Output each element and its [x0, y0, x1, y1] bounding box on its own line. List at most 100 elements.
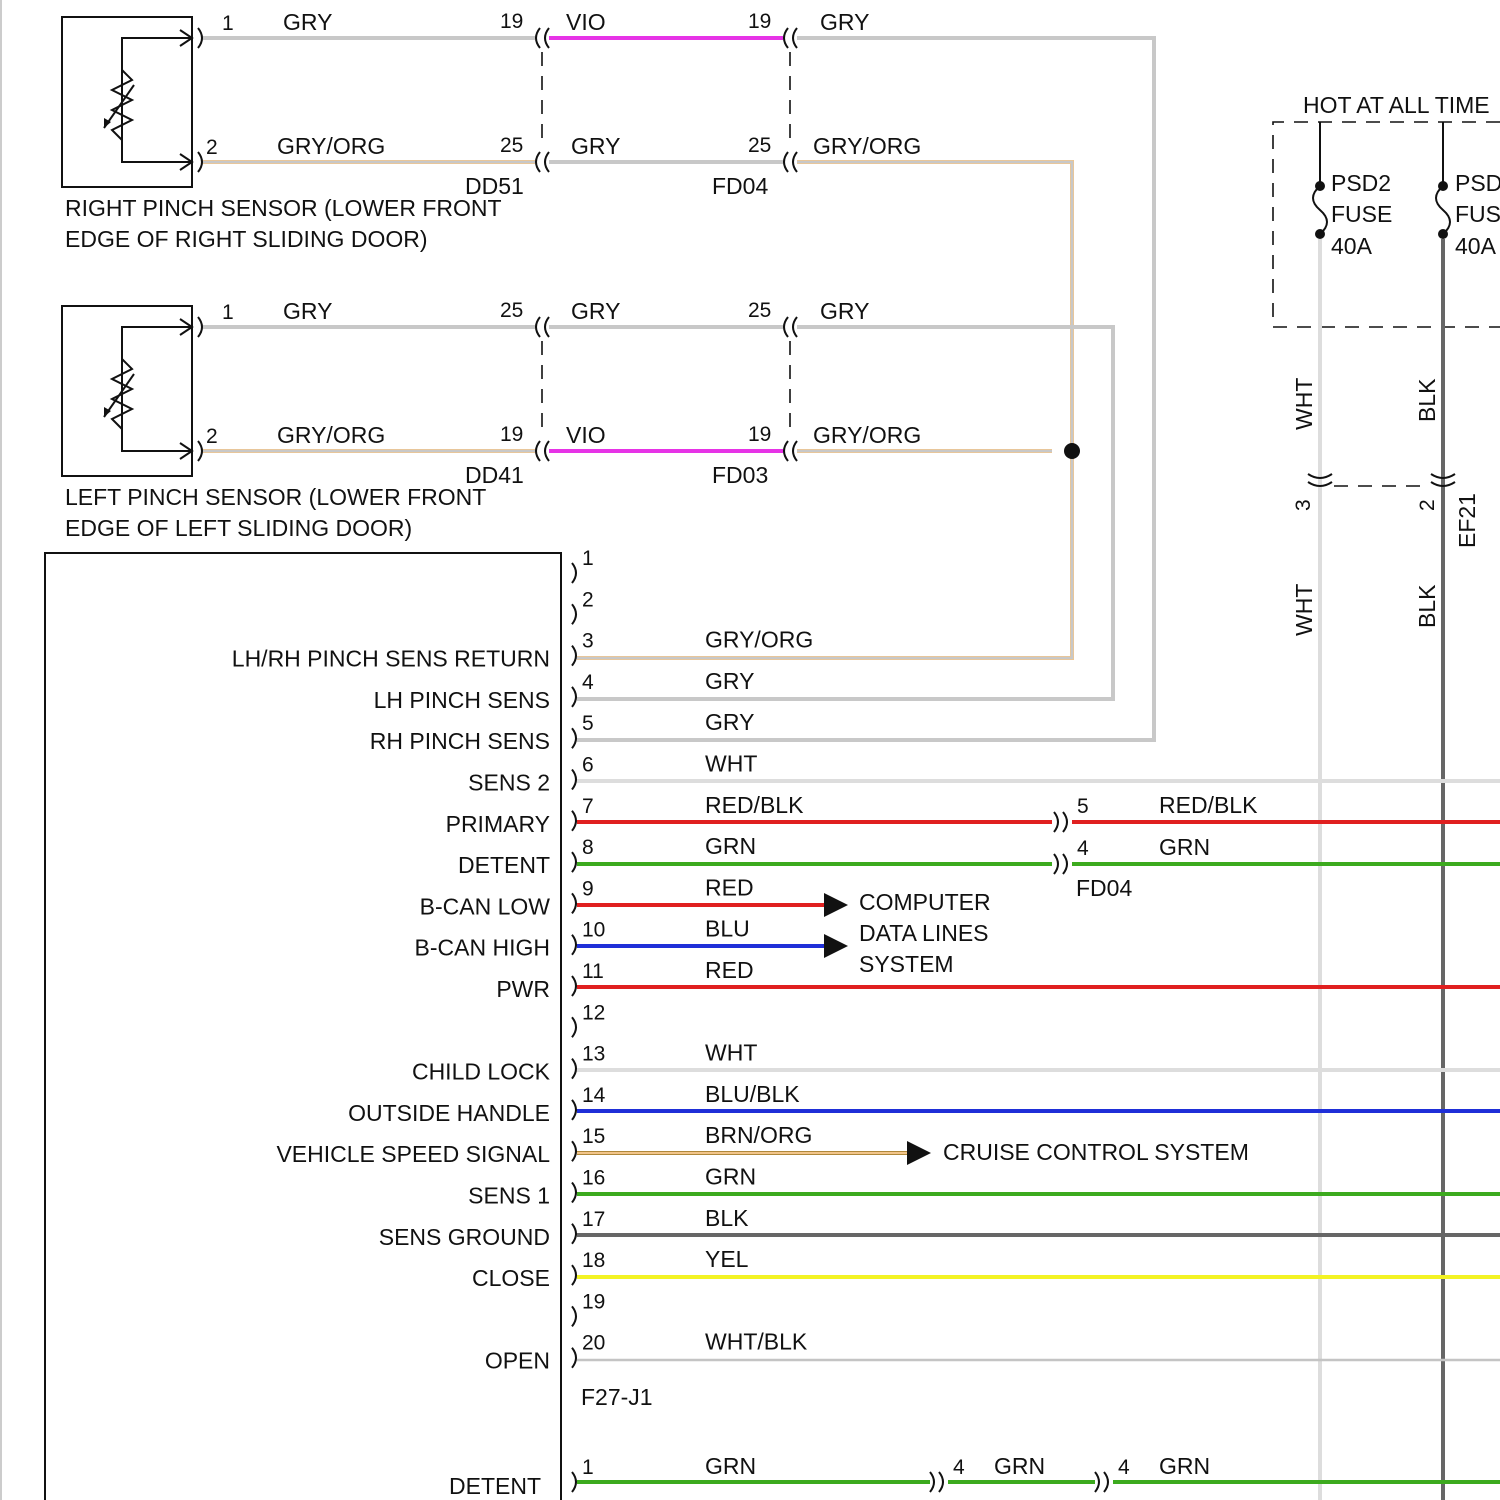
- right-sensor-wire2-color: GRY/ORG: [277, 133, 385, 159]
- fuse1-type: FUSE: [1331, 201, 1392, 227]
- module-pin-number: 8: [582, 836, 594, 859]
- module-pin-number: 5: [582, 712, 594, 735]
- fd03-connector-name: FD03: [712, 462, 768, 488]
- wht-wire-lower: WHT: [1291, 584, 1317, 636]
- pin-bracket: [572, 1017, 576, 1037]
- module-pin-wire-color: WHT/BLK: [705, 1329, 808, 1355]
- pin-bracket: [572, 728, 576, 748]
- module-pin-wire-color: WHT: [705, 1040, 757, 1066]
- module-pin-number: 20: [582, 1332, 605, 1355]
- module-pin-label: CHILD LOCK: [412, 1059, 551, 1085]
- left-sensor-wire2b-color: VIO: [566, 422, 606, 448]
- bottom-pin1-label: DETENT: [449, 1473, 541, 1499]
- pin-bracket: [572, 1348, 576, 1368]
- right-sensor-label-2: EDGE OF RIGHT SLIDING DOOR): [65, 226, 428, 252]
- splice-dot: [1064, 443, 1080, 459]
- left-sensor-wire1c-color: GRY: [820, 298, 869, 324]
- ef21-pin2: 2: [1416, 499, 1439, 511]
- right-sensor-label-1: RIGHT PINCH SENSOR (LOWER FRONT: [65, 195, 502, 221]
- dd51-pin-bot: 25: [500, 134, 523, 157]
- fd04-inline-name: FD04: [1076, 875, 1132, 901]
- module-connector-name: F27-J1: [581, 1384, 653, 1410]
- module-pin-wire-color: GRY: [705, 709, 754, 735]
- module-pin-wire-color: WHT: [705, 751, 757, 777]
- module-pin-label: DETENT: [458, 852, 550, 878]
- fd04-pin-bot: 25: [748, 134, 771, 157]
- right-pinch-sensor: [62, 17, 192, 187]
- fuse-icon: [1313, 186, 1327, 234]
- module-pin-label: B-CAN LOW: [420, 893, 551, 919]
- pin-bracket: [572, 852, 576, 872]
- module-pin-label: SENS GROUND: [379, 1224, 550, 1250]
- right-sensor-pin1: 1: [222, 12, 234, 35]
- pin-bracket: [572, 646, 576, 666]
- right-sensor-wire1c-color: GRY: [820, 9, 869, 35]
- pin-bracket: [572, 1059, 576, 1079]
- fuse2-rating: 40A: [1455, 233, 1497, 259]
- blk-wire-lower: BLK: [1414, 584, 1440, 628]
- module-pin-number: 11: [582, 960, 604, 983]
- left-sensor-wire2-color: GRY/ORG: [277, 422, 385, 448]
- module-pin-number: 9: [582, 877, 594, 900]
- fd04-inline-pin-top: 5: [1077, 795, 1089, 818]
- fd04-inline-wire-bot: GRN: [1159, 834, 1210, 860]
- pin-bracket: [572, 1183, 576, 1203]
- fuse1-rating: 40A: [1331, 233, 1373, 259]
- dd41-pin-bot: 19: [500, 423, 523, 446]
- bottom-pin3: 4: [1118, 1456, 1130, 1479]
- module-pin-number: 14: [582, 1084, 606, 1107]
- module-pin-number: 4: [582, 671, 594, 694]
- dd51-pin-top: 19: [500, 10, 523, 33]
- pin-bracket: [572, 687, 576, 707]
- module-pin-wire-color: GRY: [705, 668, 754, 694]
- arrow-right-icon: [824, 893, 848, 917]
- pin-bracket: [572, 1265, 576, 1285]
- module-pin-wire-color: BLU/BLK: [705, 1081, 800, 1107]
- arrow-right-icon: [907, 1141, 931, 1165]
- module-pin-wire-color: YEL: [705, 1246, 749, 1272]
- module-pin-wire-color: RED/BLK: [705, 792, 804, 818]
- module-pin-wire-color: BRN/ORG: [705, 1122, 812, 1148]
- left-sensor-wire1b-color: GRY: [571, 298, 620, 324]
- ef21-connector: [1308, 474, 1455, 486]
- bottom-pin1-wire-color: GRN: [705, 1453, 756, 1479]
- module-pin-label: SENS 1: [468, 1183, 550, 1209]
- pin-bracket: [572, 1224, 576, 1244]
- fd04-inline-connector: [1054, 812, 1067, 874]
- bottom-pin1: 1: [582, 1456, 594, 1479]
- right-sensor-wire1-color: GRY: [283, 9, 332, 35]
- pin-bracket: [572, 1141, 576, 1161]
- module-pin-number: 6: [582, 754, 594, 777]
- module-pin-label: VEHICLE SPEED SIGNAL: [276, 1141, 550, 1167]
- module-pin-label: SENS 2: [468, 770, 550, 796]
- pin-bracket: [572, 976, 576, 996]
- fd03-pin-bot: 19: [748, 423, 771, 446]
- module-pin-wire-color: RED: [705, 957, 754, 983]
- data-lines-label-2: DATA LINES: [859, 920, 989, 946]
- left-sensor-label-2: EDGE OF LEFT SLIDING DOOR): [65, 515, 412, 541]
- fuse2-wire-upper: BLK: [1414, 378, 1440, 422]
- pin-bracket: [572, 563, 576, 583]
- module-pin-label: OPEN: [485, 1348, 550, 1374]
- fuse-icon: [1436, 186, 1450, 234]
- left-sensor-label-1: LEFT PINCH SENSOR (LOWER FRONT: [65, 484, 486, 510]
- module-pin-number: 2: [582, 588, 594, 611]
- pin-bracket: [572, 893, 576, 913]
- pin-bracket: [572, 811, 576, 831]
- module-pin-number: 3: [582, 630, 594, 653]
- module-pin-label: LH/RH PINCH SENS RETURN: [232, 646, 550, 672]
- module-pin-number: 15: [582, 1125, 605, 1148]
- module-pin-wire-color: BLU: [705, 916, 750, 942]
- data-lines-label-1: COMPUTER: [859, 889, 991, 915]
- module-pin-wire-color: RED: [705, 874, 754, 900]
- module-pin-number: 18: [582, 1249, 605, 1272]
- module-pin-number: 10: [582, 919, 605, 942]
- left-sensor-gry-return-wire: [577, 327, 1113, 699]
- bottom-wire3-color: GRN: [1159, 1453, 1210, 1479]
- pin-bracket: [572, 935, 576, 955]
- module-pin-number: 7: [582, 795, 594, 818]
- fuse1-name: PSD2: [1331, 170, 1391, 196]
- module-pin-wire-color: GRN: [705, 1164, 756, 1190]
- fd04-pin-top: 19: [748, 10, 771, 33]
